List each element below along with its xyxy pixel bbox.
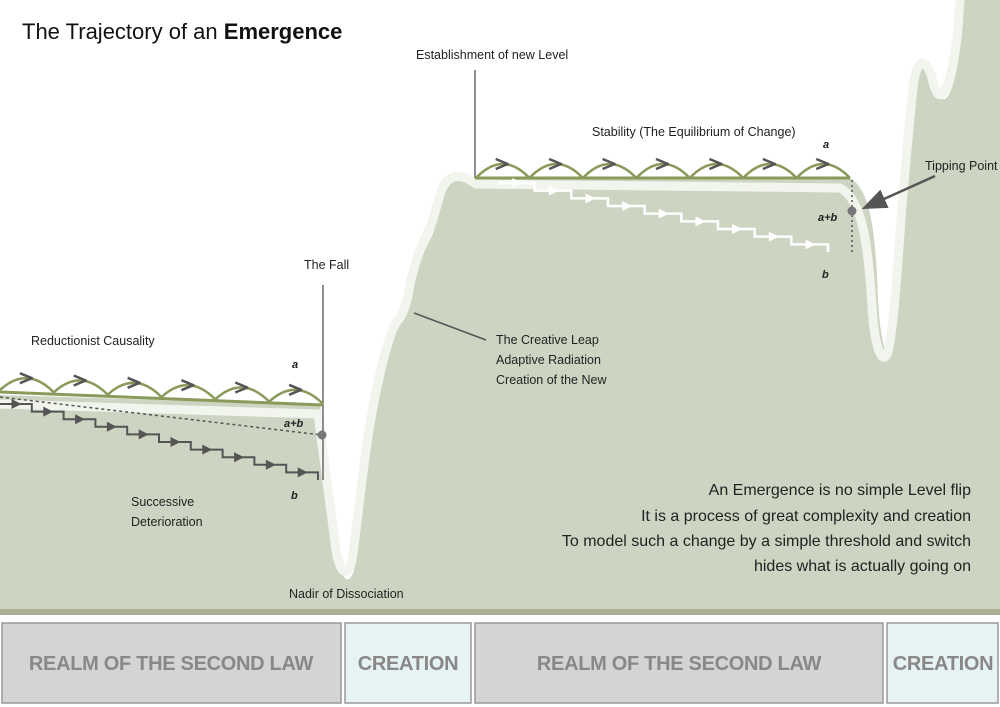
stair-arrow-icon xyxy=(202,444,213,455)
stair-arrow-icon xyxy=(43,406,54,417)
arc-arrow-icon xyxy=(762,157,777,171)
arc-arrow-icon xyxy=(548,157,563,171)
stair-arrow-icon xyxy=(695,216,706,227)
trajectory-ribbon xyxy=(0,0,965,576)
stair-arrow-icon xyxy=(658,208,669,219)
tipping-point-label: Tipping Point xyxy=(925,159,998,173)
successive-deterioration-label: Successive Deterioration xyxy=(131,495,203,529)
note-line: hides what is actually going on xyxy=(754,558,971,575)
level-arc xyxy=(160,383,217,401)
level-arc xyxy=(795,162,851,179)
creative-leap-pointer xyxy=(413,312,487,341)
stair-arrow-icon xyxy=(585,193,596,204)
level-arc xyxy=(635,162,691,179)
realm-band-row: REALM OF THE SECOND LAW CREATION REALM O… xyxy=(1,622,999,704)
band-realm-label: REALM OF THE SECOND LAW xyxy=(537,653,822,675)
arc-arrow-icon xyxy=(234,381,249,394)
level-arc xyxy=(52,379,109,396)
arc-arrow-icon xyxy=(288,383,303,396)
arc-arrow-icon xyxy=(73,374,87,387)
reductionist-label: Reductionist Causality xyxy=(31,334,155,348)
stair-arrow-icon xyxy=(11,399,22,409)
lower-staircase xyxy=(0,399,319,480)
tipping-point-arrow xyxy=(861,174,936,210)
band-creation-label: CREATION xyxy=(358,653,459,675)
stair-arrow-icon xyxy=(265,459,276,470)
upper-b-label: b xyxy=(822,269,829,281)
staircase-line xyxy=(498,181,830,252)
level-arc xyxy=(581,162,638,179)
lower-ab-label: a+b xyxy=(284,418,304,430)
level-arc xyxy=(106,381,163,398)
upper-level-arcs xyxy=(475,157,851,179)
lower-level-arcs xyxy=(0,372,324,405)
stability-label: Stability (The Equilibrium of Change) xyxy=(592,125,796,139)
band-realm-label: REALM OF THE SECOND LAW xyxy=(29,653,314,675)
band-creation-label: CREATION xyxy=(893,653,994,675)
upper-tipping-dot xyxy=(847,206,857,216)
arc-arrow-icon xyxy=(180,379,195,392)
arc-arrow-icon xyxy=(815,157,830,171)
arc-arrow-icon xyxy=(127,376,141,389)
creative-leap-label: The Creative Leap Adaptive Radiation Cre… xyxy=(496,333,607,387)
stair-arrow-icon xyxy=(548,185,559,196)
arc-arrow-icon xyxy=(602,157,616,171)
band-realm xyxy=(474,622,884,704)
band-creation xyxy=(886,622,999,704)
nadir-label: Nadir of Dissociation xyxy=(289,587,404,601)
level-arc xyxy=(688,162,745,179)
stair-arrow-icon xyxy=(622,201,633,211)
page-title: The Trajectory of an Emergence xyxy=(22,19,342,44)
band-creation xyxy=(344,622,472,704)
arc-arrow-icon xyxy=(495,157,509,171)
arc-arrow-icon xyxy=(655,157,670,171)
note-line: An Emergence is no simple Level flip xyxy=(709,482,971,499)
upper-ab-label: a+b xyxy=(818,212,838,224)
note-line: It is a process of great complexity and … xyxy=(641,508,971,525)
lower-a-label: a xyxy=(292,359,298,371)
upper-staircase xyxy=(498,178,830,252)
stair-arrow-icon xyxy=(75,414,86,425)
arc-arrow-icon xyxy=(708,157,723,171)
level-arc xyxy=(528,162,584,179)
band-realm xyxy=(1,622,342,704)
upper-a-label: a xyxy=(823,139,829,151)
lower-b-label: b xyxy=(291,490,298,502)
level-arc xyxy=(214,386,271,403)
ground-line xyxy=(0,609,1000,615)
stair-arrow-icon xyxy=(768,231,779,242)
stair-arrow-icon xyxy=(106,421,117,432)
stair-arrow-icon xyxy=(297,467,308,478)
stair-arrow-icon xyxy=(138,429,149,440)
lower-tipping-dot xyxy=(317,430,327,440)
fall-label: The Fall xyxy=(304,258,349,272)
lower-level-line xyxy=(0,390,324,407)
level-arc xyxy=(475,162,531,179)
arc-arrow-icon xyxy=(19,372,34,385)
level-arc xyxy=(0,376,55,394)
stair-arrow-icon xyxy=(234,452,245,463)
stair-arrow-icon xyxy=(732,224,743,234)
level-arc xyxy=(268,388,324,405)
note-line: To model such a change by a simple thres… xyxy=(562,533,971,550)
level-arc xyxy=(742,162,798,179)
stair-arrow-icon xyxy=(512,178,523,188)
lower-dotted-line xyxy=(0,396,323,436)
establishment-label: Establishment of new Level xyxy=(416,48,568,62)
note-paragraph: An Emergence is no simple Level flip It … xyxy=(562,482,971,575)
stair-arrow-icon xyxy=(170,437,181,447)
stair-arrow-icon xyxy=(805,239,816,250)
